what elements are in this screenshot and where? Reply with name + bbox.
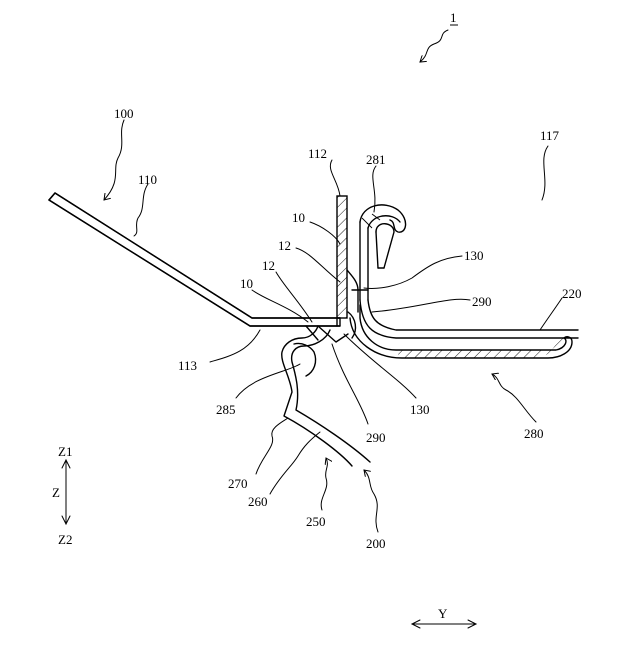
panel-220: [360, 300, 578, 338]
label-113: 113: [178, 358, 197, 373]
label-112: 112: [308, 146, 327, 161]
label-12-lower: 12: [262, 258, 275, 273]
label-270: 270: [228, 476, 248, 491]
label-117: 117: [540, 128, 560, 143]
label-285: 285: [216, 402, 236, 417]
label-assembly-1: 1: [450, 10, 457, 25]
label-12-upper: 12: [278, 238, 291, 253]
wall-112: [337, 196, 347, 326]
label-110: 110: [138, 172, 157, 187]
label-10-upper: 10: [292, 210, 305, 225]
label-281: 281: [366, 152, 386, 167]
axis-labels: Z1 Z Z2 Y: [52, 444, 448, 621]
label-220: 220: [562, 286, 582, 301]
axis-label-z1: Z1: [58, 444, 72, 459]
panel-280: [350, 305, 572, 358]
leader-lines: [104, 30, 562, 532]
axis-label-z2: Z2: [58, 532, 72, 547]
label-280: 280: [524, 426, 544, 441]
label-200: 200: [366, 536, 386, 551]
axis-y-indicator: [412, 620, 476, 628]
label-250: 250: [306, 514, 326, 529]
axis-label-y: Y: [438, 606, 448, 621]
label-260: 260: [248, 494, 268, 509]
clip-281: [360, 205, 406, 300]
label-290-upper: 290: [472, 294, 492, 309]
label-100: 100: [114, 106, 134, 121]
label-10-lower: 10: [240, 276, 253, 291]
seal-lower: [282, 326, 370, 466]
axis-z-indicator: [62, 460, 70, 524]
label-290-lower: 290: [366, 430, 386, 445]
label-130-upper: 130: [464, 248, 484, 263]
label-130-lower: 130: [410, 402, 430, 417]
seal-130-290: [347, 270, 368, 338]
axis-label-z: Z: [52, 485, 60, 500]
